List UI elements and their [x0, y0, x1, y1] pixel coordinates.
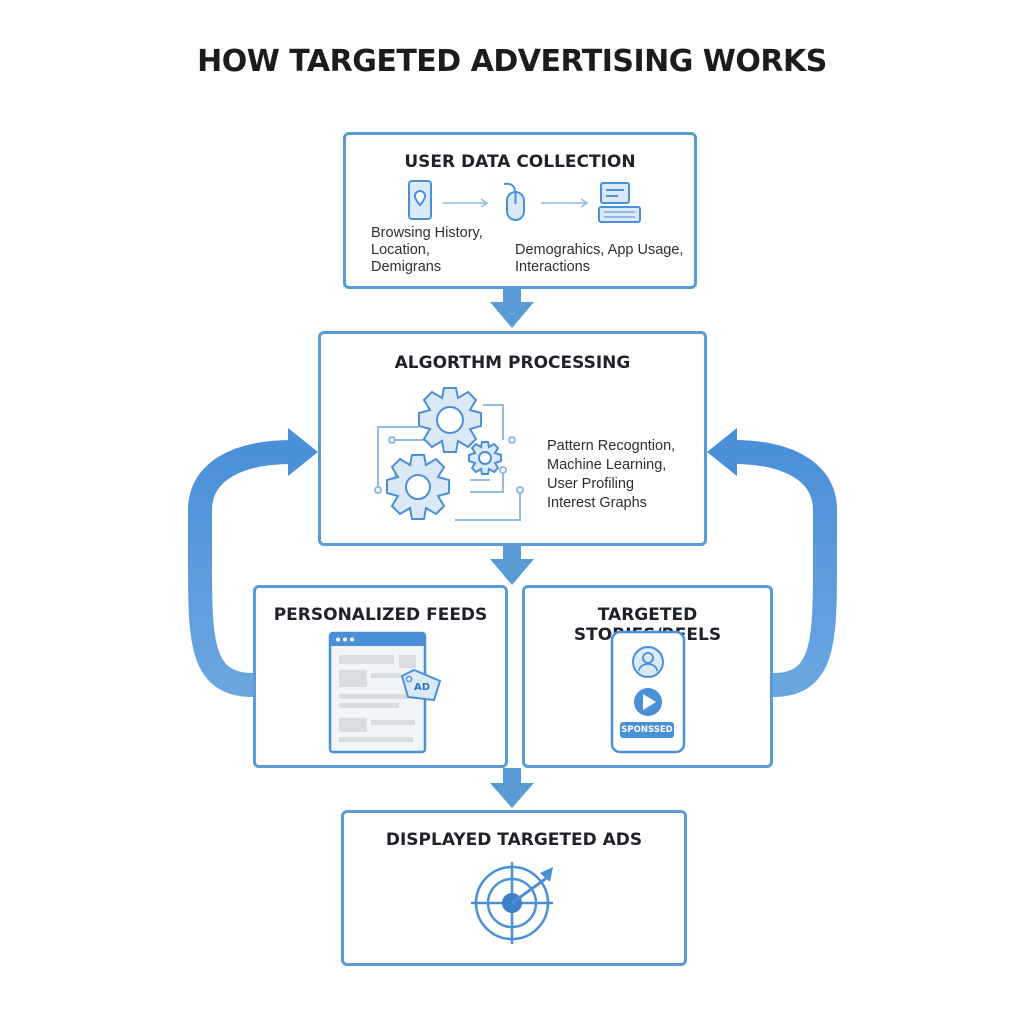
algorithm-processing-title: ALGORTHM PROCESSING [394, 353, 631, 373]
price-tag-icon [400, 668, 442, 702]
down-arrow-1 [490, 289, 534, 328]
collection-right-text: Demograhics, App Usage, Interactions [515, 242, 684, 275]
sponsored-badge: SPONSSED [620, 722, 674, 738]
play-icon [634, 688, 662, 716]
displayed-targeted-ads-title: DISPLAYED TARGETED ADS [385, 830, 643, 850]
personalized-feeds-title: PERSONALIZED FEEDS [273, 605, 488, 625]
flow-arrow-icon [443, 198, 589, 208]
left-loop-arrow [188, 440, 293, 697]
right-loop-arrowhead [707, 428, 737, 476]
user-data-collection-title: USER DATA COLLECTION [404, 152, 636, 172]
mouse-icon [503, 182, 525, 221]
down-arrow-2 [490, 546, 534, 585]
processing-text: Pattern Recogntion, Machine Learning, Us… [547, 438, 676, 511]
right-loop-arrow [732, 440, 837, 697]
keyboard-monitor-icon [598, 182, 641, 223]
down-arrow-3 [490, 768, 534, 808]
page-title: HOW TARGETED ADVERTISING WORKS [197, 44, 827, 79]
collection-left-text: Browsing History, Location, Demigrans [371, 225, 483, 275]
left-loop-arrowhead [288, 428, 318, 476]
ad-tag-label: AD [414, 682, 431, 693]
smartphone-location-icon [408, 180, 432, 220]
